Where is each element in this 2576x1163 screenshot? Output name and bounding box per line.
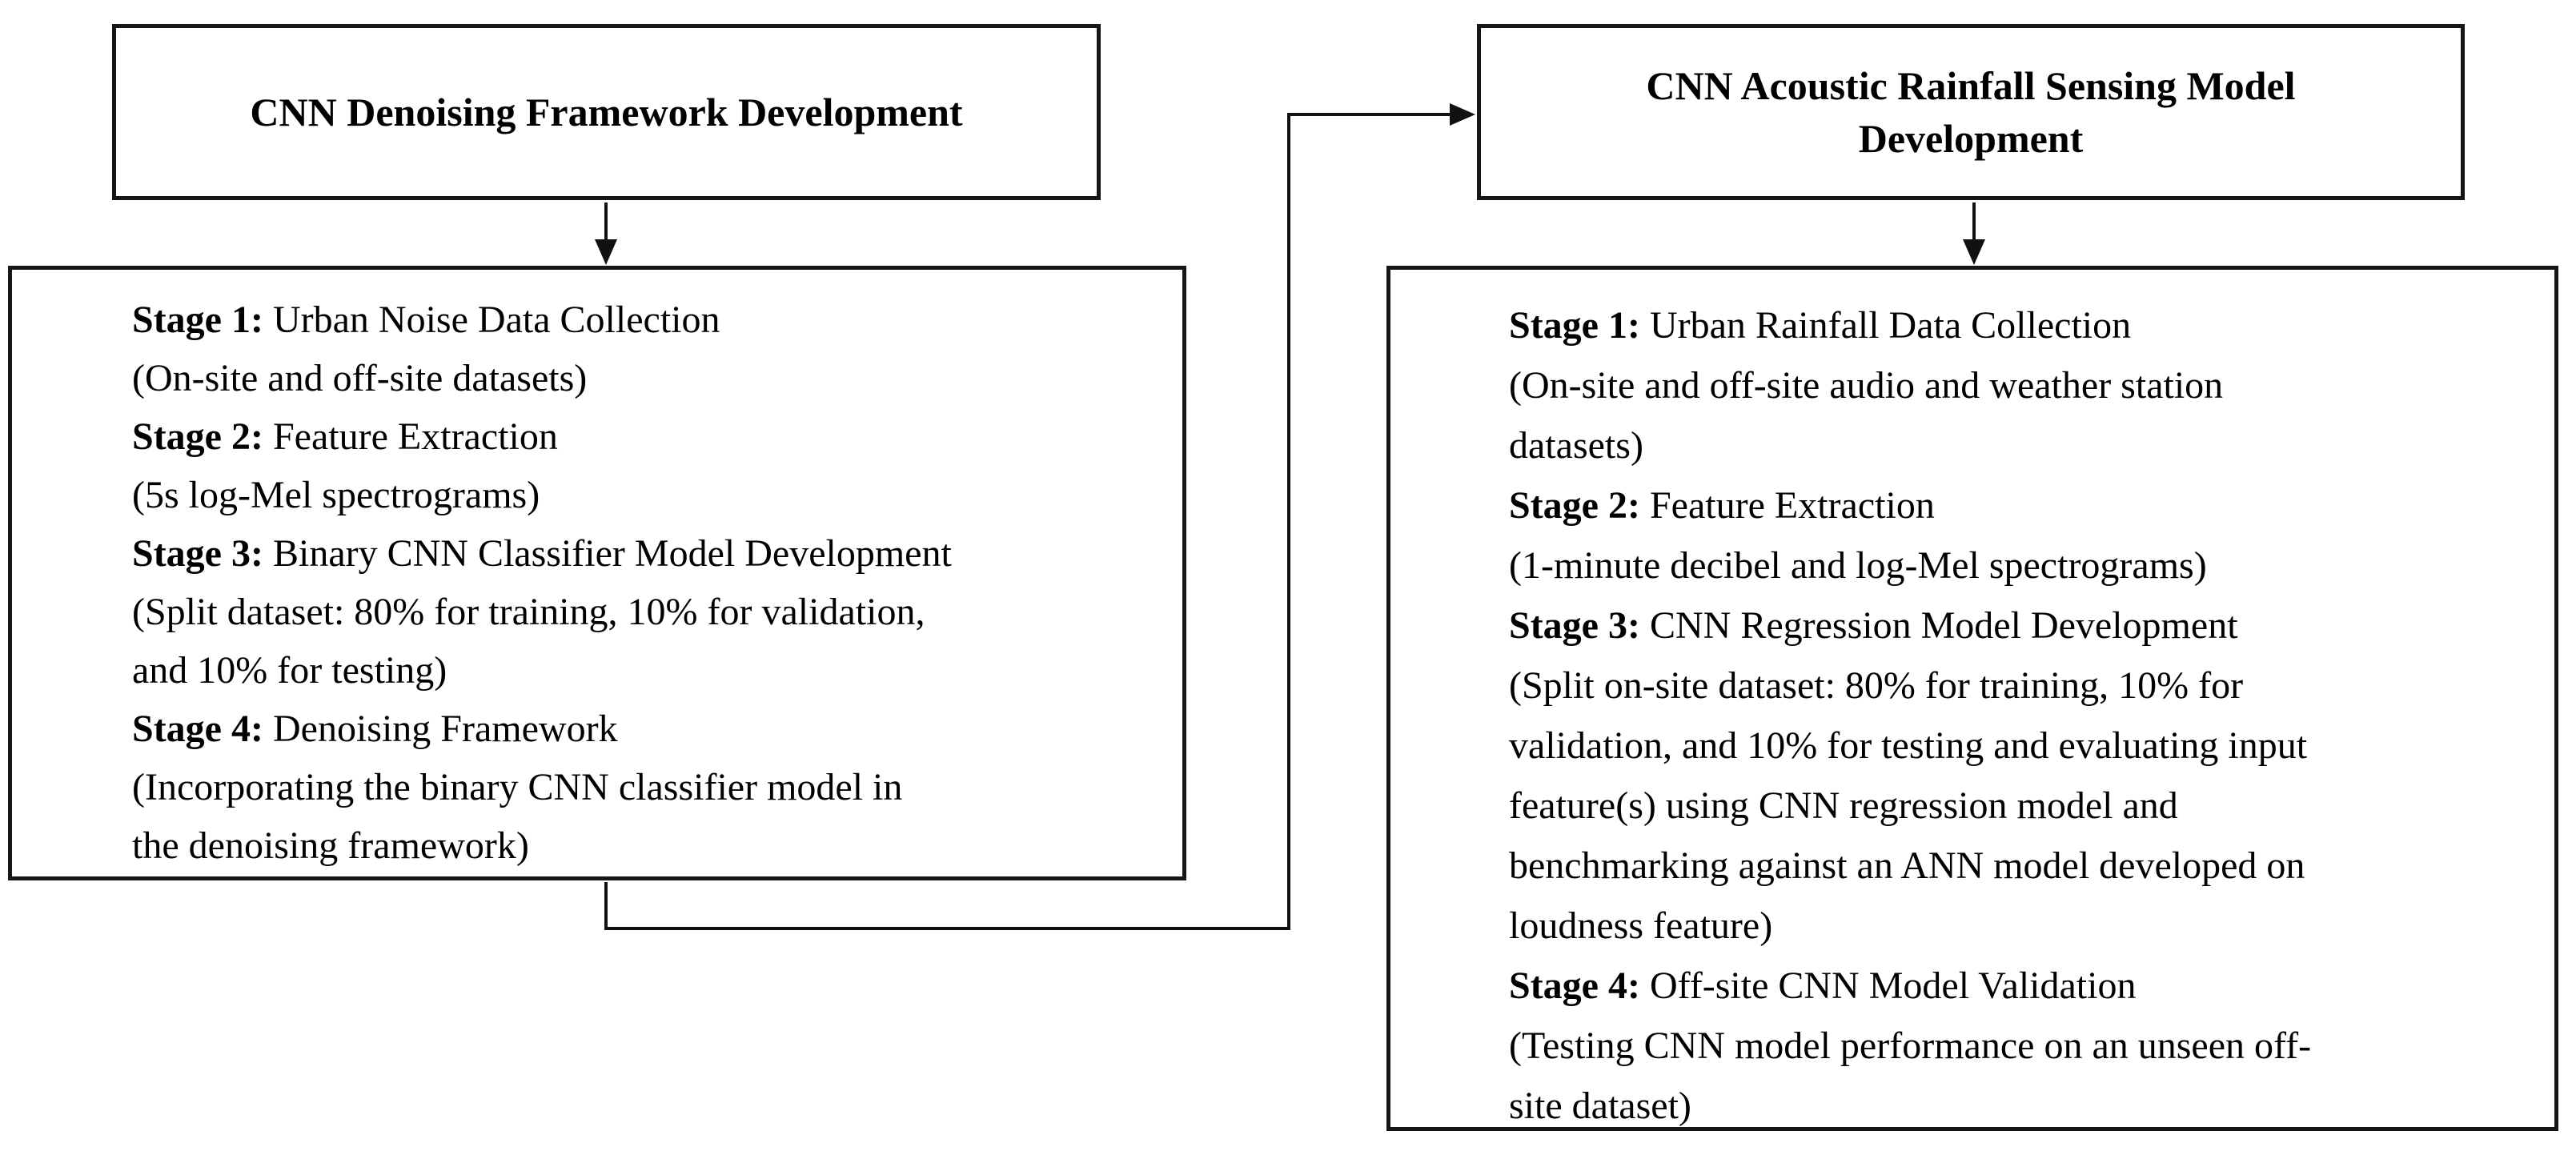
- stage-text-line: feature(s) using CNN regression model an…: [1509, 784, 2178, 827]
- stage-text-line: Stage 4: Off-site CNN Model Validation: [1509, 964, 2137, 1007]
- stage-text-line: Stage 3: Binary CNN Classifier Model Dev…: [132, 532, 952, 575]
- stage-text-line: validation, and 10% for testing and eval…: [1509, 724, 2308, 767]
- down-arrow-left: [595, 203, 617, 265]
- stage-text-line: Stage 4: Denoising Framework: [132, 708, 618, 750]
- stage-text-line: (Split dataset: 80% for training, 10% fo…: [132, 591, 925, 633]
- stage-label: Stage 1:: [1509, 304, 1640, 347]
- stage-text-line: datasets): [1509, 424, 1643, 467]
- stage-text-line: (On-site and off-site datasets): [132, 357, 588, 399]
- stage-label: Stage 1:: [132, 299, 263, 341]
- stage-label: Stage 3:: [132, 532, 263, 575]
- stage-text-line: Stage 2: Feature Extraction: [1509, 484, 1935, 527]
- stage-text-line: (On-site and off-site audio and weather …: [1509, 364, 2224, 407]
- stage-label: Stage 2:: [1509, 484, 1640, 527]
- stage-text-line: the denoising framework): [132, 824, 529, 867]
- stage-text-line: (5s log-Mel spectrograms): [132, 474, 540, 516]
- stage-label: Stage 2:: [132, 415, 263, 458]
- stage-text-line: Stage 3: CNN Regression Model Developmen…: [1509, 604, 2238, 647]
- stage-label: Stage 3:: [1509, 604, 1640, 647]
- stage-text-line: (Split on-site dataset: 80% for training…: [1509, 664, 2244, 707]
- left-flow-stages-box: Stage 1: Urban Noise Data Collection (On-…: [8, 266, 1186, 880]
- down-arrow-right: [1963, 203, 1985, 265]
- stage-text-line: (Testing CNN model performance on an uns…: [1509, 1025, 2312, 1067]
- left-flow-header-box: CNN Denoising Framework Development: [112, 24, 1101, 200]
- left-flow-title: CNN Denoising Framework Development: [250, 90, 963, 134]
- stage-text-line: loudness feature): [1509, 904, 1773, 947]
- stage-text-line: (Incorporating the binary CNN classifier…: [132, 766, 903, 808]
- stage-text-line: Stage 1: Urban Noise Data Collection: [132, 299, 720, 341]
- stage-text-line: Stage 1: Urban Rainfall Data Collection: [1509, 304, 2132, 347]
- stage-label: Stage 4:: [1509, 964, 1640, 1007]
- stage-text-line: (1-minute decibel and log-Mel spectrogra…: [1509, 544, 2207, 587]
- stage-label: Stage 4:: [132, 708, 263, 750]
- stage-text-line: benchmarking against an ANN model develo…: [1509, 844, 2305, 887]
- right-flow-title: CNN Acoustic Rainfall Sensing Model Deve…: [1646, 63, 2296, 161]
- right-flow-header-box: CNN Acoustic Rainfall Sensing Model Deve…: [1477, 24, 2465, 200]
- right-flow-stages-box: Stage 1: Urban Rainfall Data Collection (…: [1386, 266, 2558, 1131]
- stage-text-line: site dataset): [1509, 1085, 1691, 1127]
- stage-text-line: and 10% for testing): [132, 649, 447, 692]
- stage-text-line: Stage 2: Feature Extraction: [132, 415, 558, 458]
